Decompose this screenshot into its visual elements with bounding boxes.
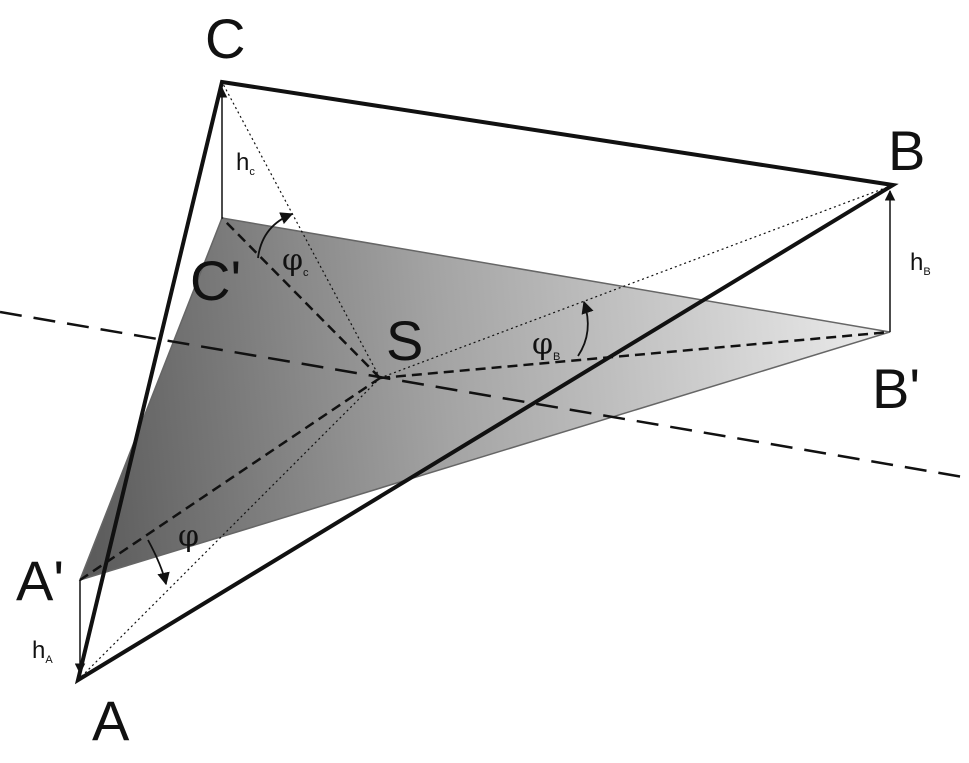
label-height-a: hA: [32, 637, 53, 666]
dashed-s-to-b-prime: [379, 330, 891, 380]
label-angle-b: φB: [532, 327, 560, 363]
dotted-s-to-a: [77, 377, 381, 681]
dotted-s-to-b: [379, 184, 894, 379]
axis-dashed-line: [0, 310, 969, 480]
dashed-s-to-a-prime: [79, 376, 381, 582]
angle-arc-c: [257, 212, 294, 259]
label-height-b: hB: [910, 249, 931, 278]
label-c-prime: C': [190, 249, 241, 312]
angle-arc-a: [147, 539, 170, 586]
label-angle-c: φc: [282, 243, 309, 279]
dotted-s-to-c: [221, 81, 381, 379]
label-s: S: [386, 309, 423, 372]
label-c: C: [205, 7, 245, 70]
label-angle-a: φ: [178, 519, 199, 554]
label-a: A: [92, 689, 130, 752]
label-a-prime: A': [16, 549, 64, 612]
label-b: B: [888, 119, 925, 182]
label-height-c: hc: [236, 149, 255, 178]
label-b-prime: B': [872, 357, 920, 420]
angle-arc-b: [577, 300, 594, 357]
original-triangle-abc: [74, 79, 899, 685]
dashed-s-to-c-prime: [221, 217, 381, 379]
